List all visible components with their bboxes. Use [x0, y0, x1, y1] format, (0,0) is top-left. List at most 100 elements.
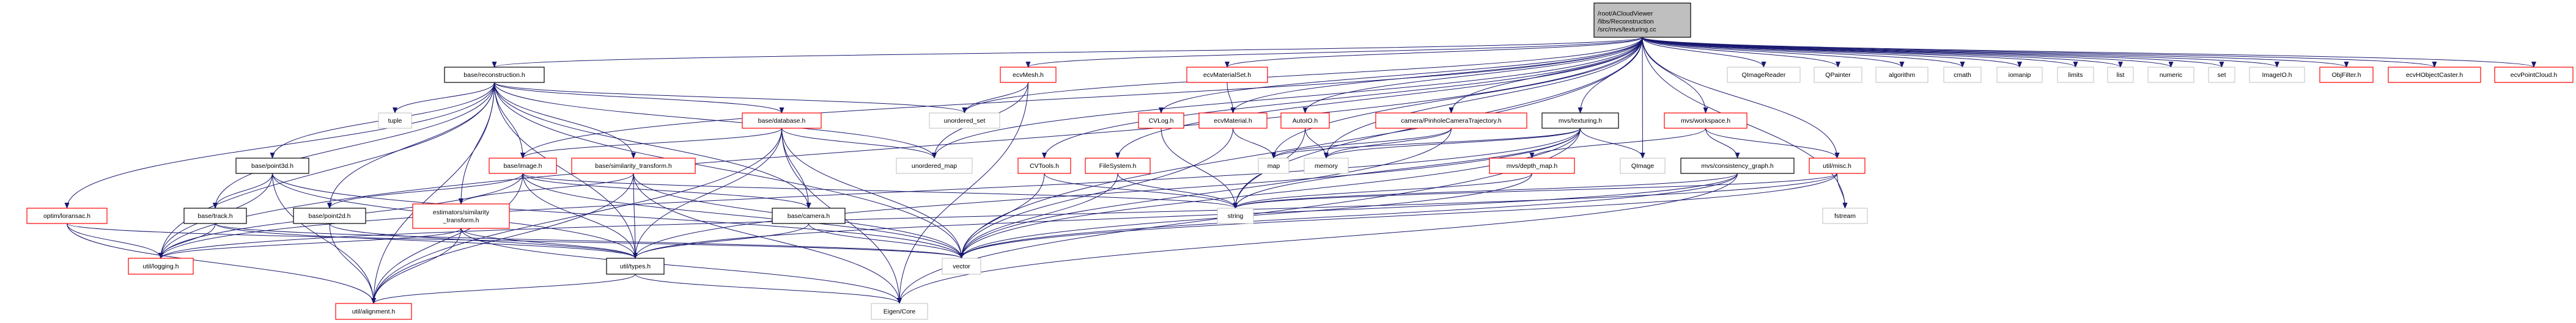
node-estsim[interactable]: estimators/similarity_transform.h	[412, 203, 510, 229]
node-qimage: QImage	[1620, 158, 1666, 174]
node-label: iomanip	[2009, 71, 2031, 79]
node-label-line: base/image.h	[503, 162, 542, 170]
edge-point3d-to-alignment	[272, 173, 376, 304]
node-label: /root/ACloudViewer/libs/Reconstruction/s…	[1598, 10, 1656, 34]
edge-estsim-to-logging	[158, 228, 462, 259]
node-box	[571, 158, 696, 174]
node-point3d[interactable]: base/point3d.h	[235, 158, 309, 174]
node-filesystem[interactable]: FileSystem.h	[1085, 158, 1151, 174]
edge-texturing-to-vector	[959, 128, 1581, 259]
edge-main-to-qimagereader	[1642, 37, 1766, 68]
edge-recon-to-simtf	[494, 82, 636, 159]
node-label-line: mvs/workspace.h	[1681, 117, 1730, 125]
node-label-line: FileSystem.h	[1099, 162, 1137, 170]
node-label: util/misc.h	[1823, 162, 1851, 170]
edge-main-to-umap	[932, 37, 1643, 159]
node-label-line: mvs/texturing.h	[1559, 117, 1602, 125]
node-label-line: optim/loransac.h	[43, 212, 90, 220]
edge-depthmap-to-string	[1233, 173, 1532, 209]
node-label: memory	[1315, 162, 1338, 170]
edge-point2d-to-alignment	[329, 223, 376, 304]
edge-recon-to-types	[494, 82, 638, 259]
node-cvlog[interactable]: CVLog.h	[1138, 112, 1184, 129]
node-texturing[interactable]: mvs/texturing.h	[1541, 112, 1619, 129]
node-label: QPainter	[1825, 71, 1851, 79]
node-label-line: mvs/consistency_graph.h	[1701, 162, 1774, 170]
node-box	[2057, 67, 2094, 83]
node-label-line: ecvMaterial.h	[1214, 117, 1252, 125]
edge-main-to-objfilter	[1642, 37, 2349, 68]
node-label: mvs/workspace.h	[1681, 117, 1730, 125]
node-label: estimators/similarity_transform.h	[433, 209, 490, 224]
node-label-line: /src/mvs/texturing.cc	[1598, 26, 1656, 34]
node-ecvmesh[interactable]: ecvMesh.h	[1000, 67, 1057, 83]
node-label-line: base/point3d.h	[251, 162, 293, 170]
edge-simtf-to-eigen	[633, 173, 902, 304]
node-logging[interactable]: util/logging.h	[128, 258, 194, 275]
edge-main-to-limits	[1642, 37, 2078, 68]
node-algorithm: algorithm	[1875, 67, 1928, 83]
node-label: base/point2d.h	[309, 212, 351, 220]
node-label: util/logging.h	[143, 263, 179, 270]
edge-track-to-vector	[215, 223, 964, 259]
node-label-line: unordered_map	[912, 162, 957, 170]
edge-main-to-pointcloud	[1642, 37, 2536, 68]
node-label-line: vector	[953, 263, 970, 270]
node-label: ecvMesh.h	[1013, 71, 1044, 79]
edge-ecvmesh-to-eigen	[897, 82, 1028, 304]
node-pinhole[interactable]: camera/PinholeCameraTrajectory.h	[1375, 112, 1527, 129]
node-recon[interactable]: base/reconstruction.h	[444, 67, 545, 83]
edge-filesystem-to-vector	[959, 173, 1118, 259]
edge-loransac-to-alignment	[67, 223, 376, 304]
node-box	[26, 208, 108, 224]
node-alignment[interactable]: util/alignment.h	[335, 303, 412, 320]
node-label: unordered_map	[912, 162, 957, 170]
node-label: ecvMaterialSet.h	[1203, 71, 1251, 79]
node-database[interactable]: base/database.h	[742, 112, 822, 129]
node-autoio[interactable]: AutoIO.h	[1280, 112, 1330, 129]
node-misc[interactable]: util/misc.h	[1809, 158, 1866, 174]
node-label-line: util/logging.h	[143, 263, 179, 270]
node-objfilter[interactable]: ObjFilter.h	[2319, 67, 2374, 83]
node-ecvmatset[interactable]: ecvMaterialSet.h	[1186, 67, 1268, 83]
node-label: base/reconstruction.h	[463, 71, 525, 79]
node-image[interactable]: base/image.h	[489, 158, 557, 174]
node-depthmap[interactable]: mvs/depth_map.h	[1489, 158, 1575, 174]
node-loransac[interactable]: optim/loransac.h	[26, 208, 108, 224]
node-label: mvs/texturing.h	[1559, 117, 1602, 125]
node-umap: unordered_map	[896, 158, 973, 174]
edge-camera-to-vector	[808, 223, 964, 259]
node-label-line: util/alignment.h	[352, 308, 396, 316]
node-label-line: util/misc.h	[1823, 162, 1851, 170]
node-box	[489, 158, 557, 174]
edge-point3d-to-track	[213, 173, 273, 209]
edge-misc-to-logging	[158, 173, 1837, 259]
node-main[interactable]: /root/ACloudViewer/libs/Reconstruction/s…	[1593, 2, 1691, 38]
node-hobjcaster[interactable]: ecvHObjectCaster.h	[2388, 67, 2481, 83]
node-ecvmat[interactable]: ecvMaterial.h	[1198, 112, 1268, 129]
node-label-line: tuple	[388, 117, 402, 125]
node-label-line: map	[1268, 162, 1280, 170]
node-track[interactable]: base/track.h	[183, 208, 247, 224]
node-pointcloud[interactable]: ecvPointCloud.h	[2494, 67, 2574, 83]
edge-main-to-algorithm	[1642, 37, 1905, 68]
edge-misc-to-fstream	[1837, 173, 1848, 209]
node-simtf[interactable]: base/similarity_transform.h	[571, 158, 696, 174]
node-box	[772, 208, 846, 224]
node-camera[interactable]: base/camera.h	[772, 208, 846, 224]
node-workspace[interactable]: mvs/workspace.h	[1664, 112, 1747, 129]
edge-types-to-eigen	[635, 274, 902, 304]
node-consgraph[interactable]: mvs/consistency_graph.h	[1680, 158, 1795, 174]
edge-recon-to-database	[494, 82, 784, 114]
node-box	[1258, 158, 1290, 174]
node-label-line: estimators/similarity	[433, 209, 490, 216]
node-box	[1664, 112, 1747, 129]
node-box	[1375, 112, 1527, 129]
edge-ecvmatset-to-ecvmat	[1227, 82, 1236, 114]
edge-point2d-to-types	[329, 223, 638, 259]
node-label: QImageReader	[1742, 71, 1786, 79]
node-point2d[interactable]: base/point2d.h	[293, 208, 366, 224]
node-cvtools[interactable]: CVTools.h	[1017, 158, 1071, 174]
node-types[interactable]: util/types.h	[606, 258, 665, 275]
node-label: limits	[2069, 71, 2083, 79]
